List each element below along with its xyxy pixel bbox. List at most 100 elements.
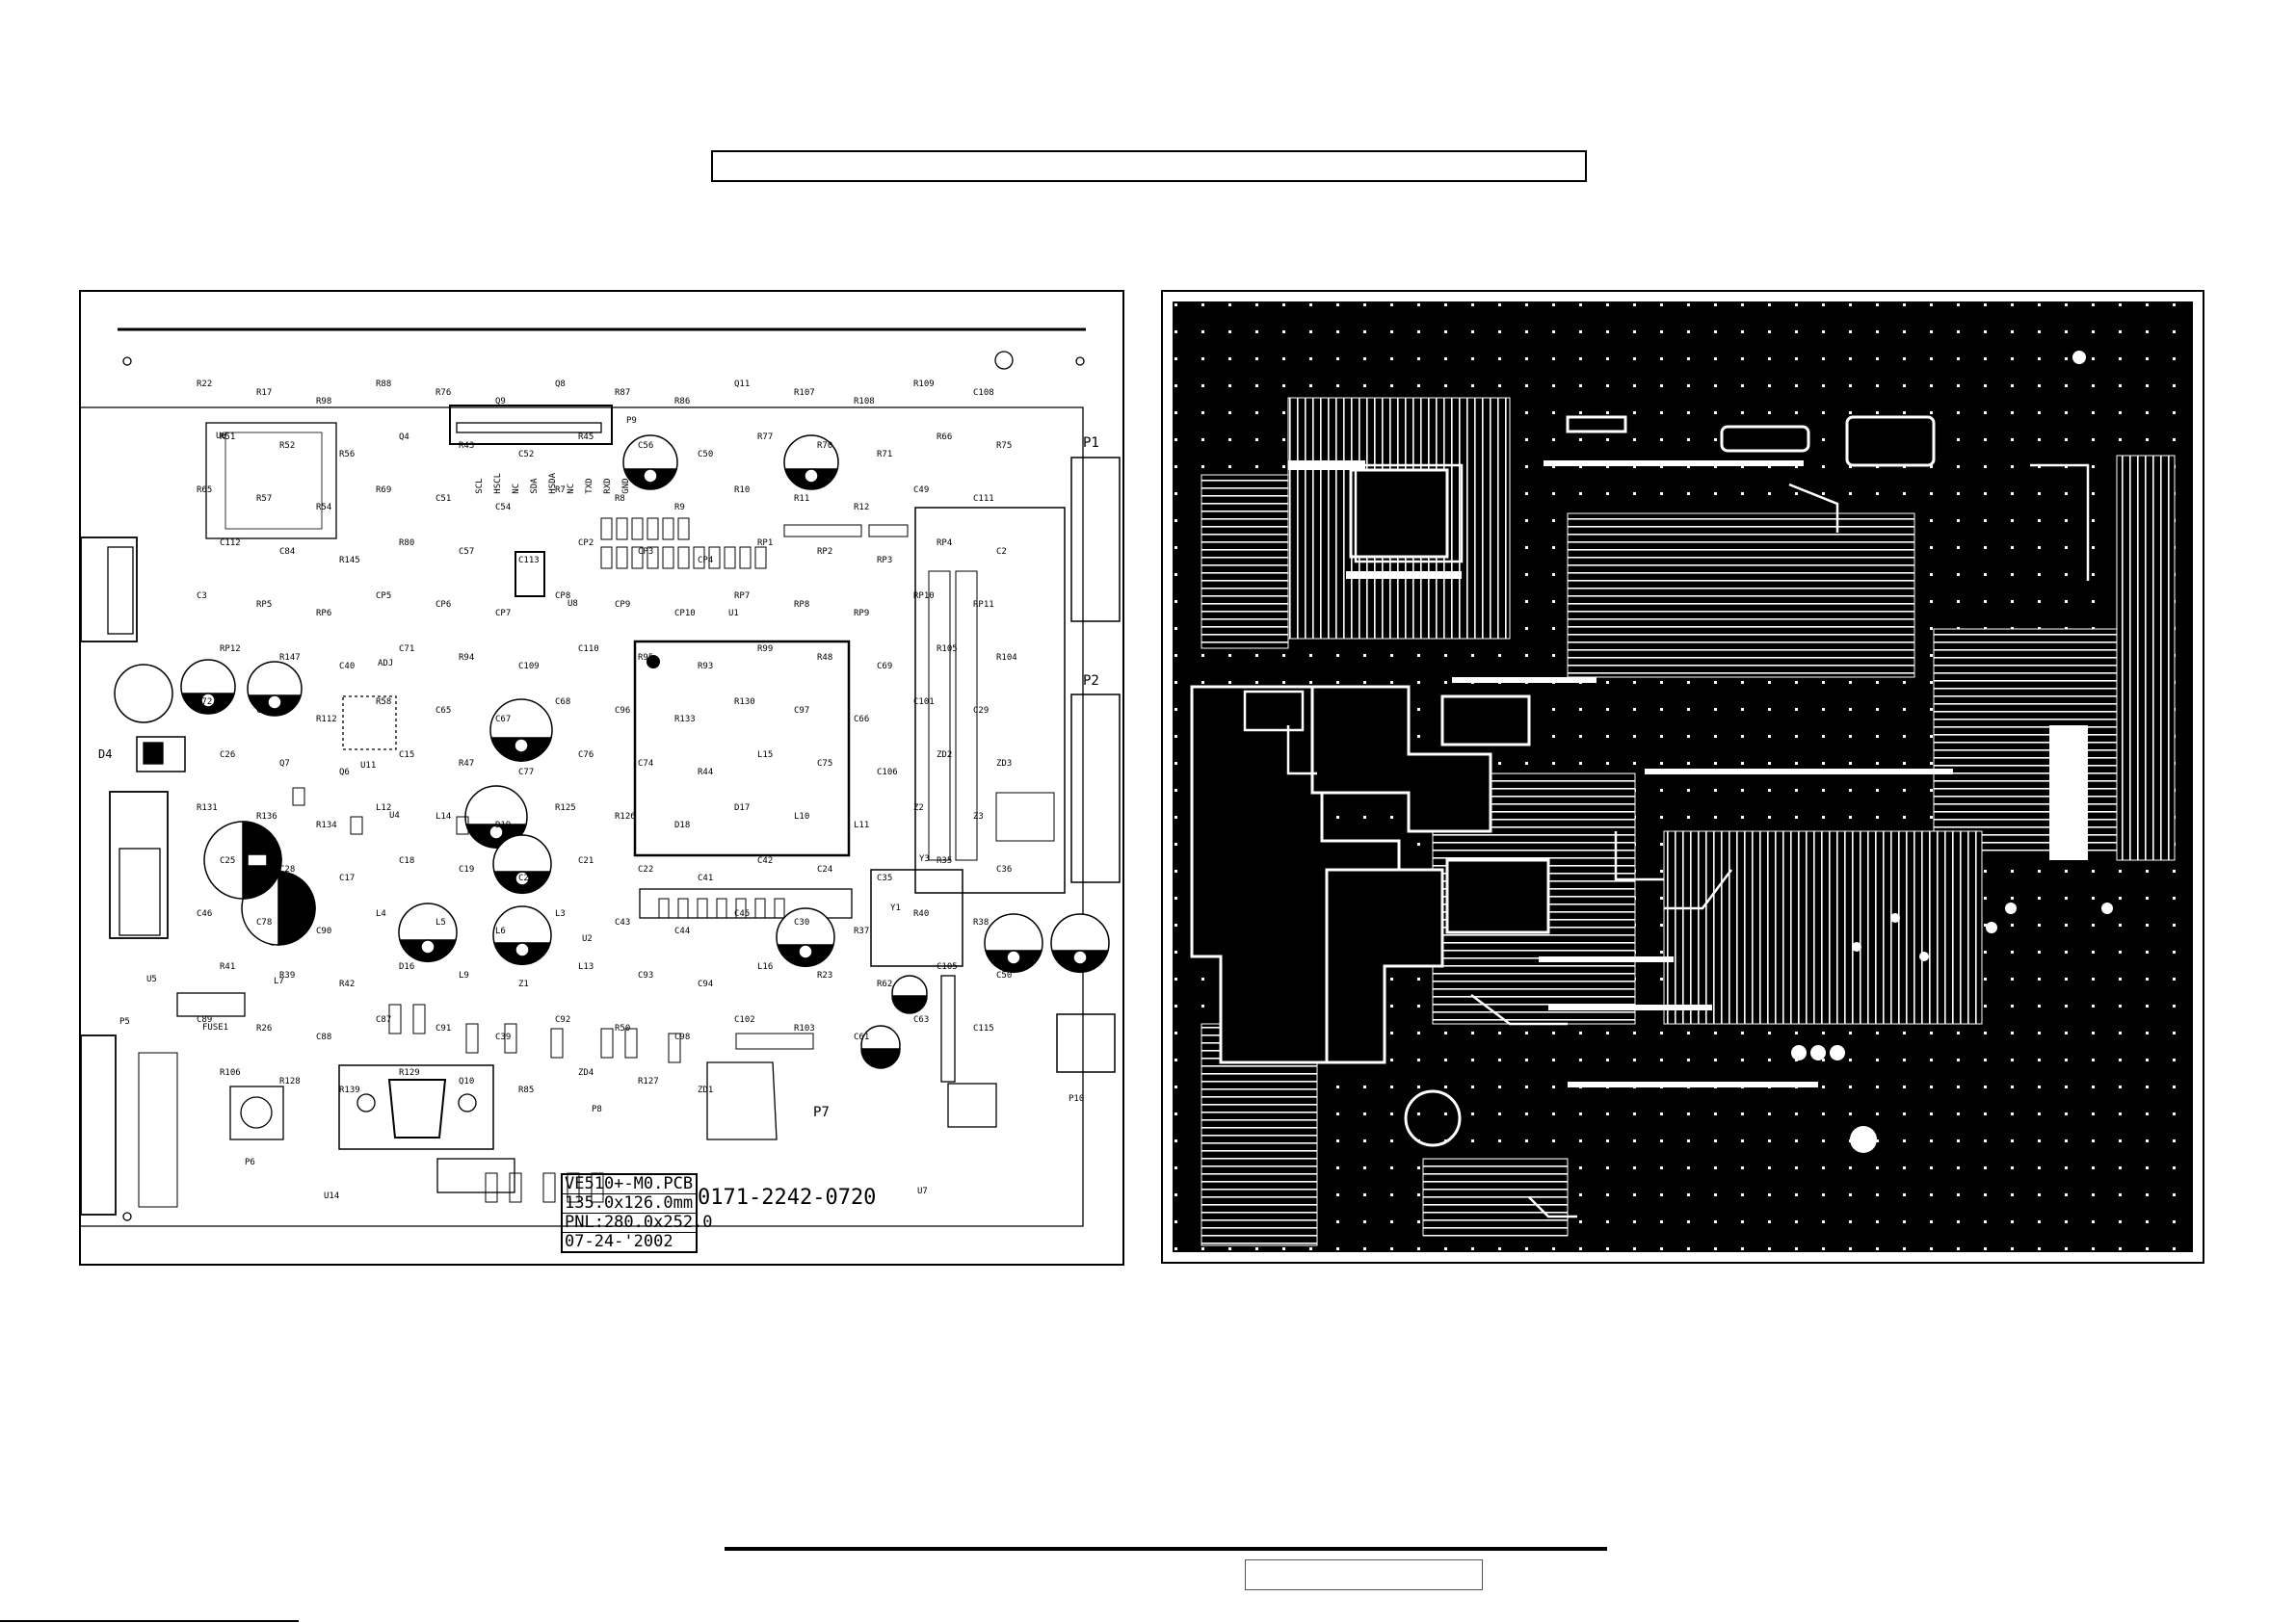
component-designator: C76 <box>578 750 594 760</box>
component-designator: Q10 <box>459 1077 475 1086</box>
component-designator: RP10 <box>913 591 935 601</box>
component-designator: R126 <box>615 812 636 822</box>
component-designator: C87 <box>376 1015 392 1025</box>
component-designator: R69 <box>376 485 392 495</box>
component-designator: CP7 <box>495 609 512 618</box>
component-designator: C113 <box>518 556 540 565</box>
component-designator: C19 <box>459 865 475 875</box>
l7-label: L7 <box>274 977 284 986</box>
component-designator: RP7 <box>734 591 751 601</box>
p2-label: P2 <box>1083 673 1099 689</box>
component-designator: C106 <box>877 768 898 777</box>
component-designator: C69 <box>877 662 893 671</box>
component-designator: CP5 <box>376 591 392 601</box>
p10-label: P10 <box>1069 1094 1085 1104</box>
component-designator: C63 <box>913 1015 930 1025</box>
component-designator: C74 <box>638 759 654 769</box>
component-designator: C110 <box>578 644 599 654</box>
component-designator: R42 <box>339 980 356 989</box>
component-designator: C112 <box>220 538 241 548</box>
component-designator: C18 <box>399 856 415 866</box>
component-designator: R66 <box>937 432 953 442</box>
component-designator: R70 <box>817 441 833 451</box>
component-designator: L16 <box>757 962 774 972</box>
component-designator: CP9 <box>615 600 631 610</box>
component-designator: R52 <box>279 441 296 451</box>
y3-label: Y3 <box>919 854 930 864</box>
component-designator: C93 <box>638 971 654 981</box>
component-designator: R45 <box>578 432 594 442</box>
component-designator: R94 <box>459 653 475 663</box>
component-designator: C101 <box>913 697 935 707</box>
p9-pin-labels: SCL HSCL NC SDA HSDA NC TXD RXD GND <box>475 473 631 494</box>
component-designator: RP12 <box>220 644 241 654</box>
component-designator: D16 <box>399 962 415 972</box>
component-designator: R40 <box>913 909 930 919</box>
board-size: 135.0x126.0mm <box>563 1194 696 1214</box>
component-designator: CP8 <box>555 591 571 601</box>
component-designator: C3 <box>197 591 207 601</box>
component-designator: C50 <box>996 971 1013 981</box>
u5-label: U5 <box>146 975 157 984</box>
component-designator: C71 <box>399 644 415 654</box>
component-designator: L11 <box>854 821 870 830</box>
component-designator: R77 <box>757 432 774 442</box>
component-designator: C73 <box>256 706 273 716</box>
component-designator: CP10 <box>674 609 696 618</box>
component-designator: R44 <box>698 768 714 777</box>
component-designator: R50 <box>615 1024 631 1034</box>
component-designator: L14 <box>435 812 452 822</box>
component-designator: RP8 <box>794 600 810 610</box>
component-designator: Q9 <box>495 397 506 406</box>
component-designator: RP4 <box>937 538 953 548</box>
component-designator: C42 <box>757 856 774 866</box>
component-designator: R98 <box>316 397 332 406</box>
component-designator: RP5 <box>256 600 273 610</box>
component-designator: D17 <box>734 803 751 813</box>
component-designator: C97 <box>794 706 810 716</box>
component-designator: ZD2 <box>937 750 953 760</box>
component-designator: C50 <box>698 450 714 459</box>
component-designator: R37 <box>854 927 870 936</box>
component-designator: R133 <box>674 715 696 724</box>
component-designator: R58 <box>376 697 392 707</box>
component-designator: C61 <box>854 1033 870 1042</box>
board-panel: PNL:280.0x252.0 <box>563 1213 713 1233</box>
component-designator: R109 <box>913 380 935 389</box>
component-designator: R80 <box>399 538 415 548</box>
copper-layer-panel <box>1161 290 2204 1264</box>
component-designator: C56 <box>638 441 654 451</box>
component-designator: C51 <box>435 494 452 504</box>
pin-label: NC <box>512 483 521 494</box>
component-designator: Z1 <box>518 980 529 989</box>
component-designator: ZD3 <box>996 759 1013 769</box>
component-designator: Z2 <box>913 803 924 813</box>
component-designator: R106 <box>220 1068 241 1078</box>
component-designator: Q4 <box>399 432 409 442</box>
component-designator: C90 <box>316 927 332 936</box>
component-designator: R128 <box>279 1077 301 1086</box>
component-designator: R38 <box>973 918 990 928</box>
component-designator: R99 <box>757 644 774 654</box>
component-designator: R103 <box>794 1024 815 1034</box>
pin-label: NC <box>567 483 576 494</box>
p9-label: P9 <box>626 416 637 426</box>
component-designator: RP11 <box>973 600 994 610</box>
component-designator: R85 <box>518 1086 535 1095</box>
p5-label: P5 <box>119 1017 130 1027</box>
footer-rule <box>725 1547 1607 1551</box>
component-designator: R8 <box>615 494 625 504</box>
component-designator: C28 <box>279 865 296 875</box>
component-designator: C43 <box>615 918 631 928</box>
u2-label: U2 <box>582 934 593 944</box>
component-designator: R12 <box>854 503 870 512</box>
component-designator: C22 <box>638 865 654 875</box>
silkscreen-drawing <box>81 327 1121 1227</box>
pin-label: SDA <box>530 478 540 494</box>
copper-layer-drawing <box>1173 301 2193 1252</box>
component-designator: C39 <box>495 1033 512 1042</box>
component-designator: C84 <box>279 547 296 557</box>
component-designator: C111 <box>973 494 994 504</box>
component-designator: C77 <box>518 768 535 777</box>
component-designator: R35 <box>937 856 953 866</box>
